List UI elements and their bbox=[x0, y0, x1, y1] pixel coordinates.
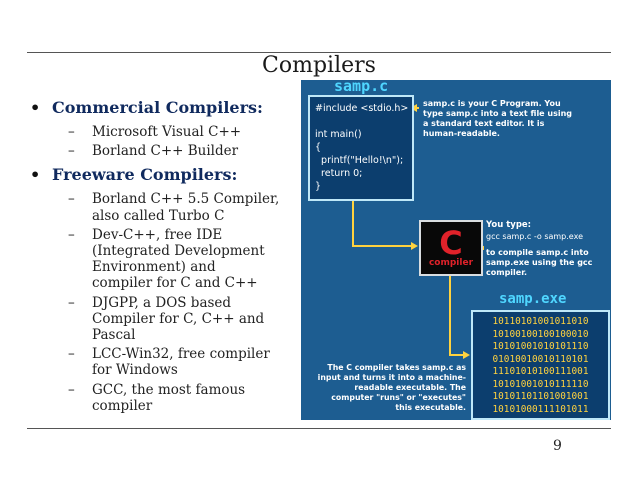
binary-box: 10110101001011010 10100100100100010 1010… bbox=[471, 310, 610, 420]
subitem-text: GCC, the most famous compiler bbox=[92, 381, 246, 414]
source-description: samp.c is your C Program. You type samp.… bbox=[423, 99, 573, 138]
subitem: –Microsoft Visual C++ bbox=[68, 124, 242, 140]
top-rule bbox=[27, 52, 611, 53]
binary-line: 10101000111101011 bbox=[492, 403, 589, 415]
subitem: –LCC-Win32, free compiler for Windows bbox=[68, 346, 270, 379]
subitem: –Borland C++ 5.5 Compiler, also called T… bbox=[68, 191, 280, 224]
bullet-label: Commercial Compilers: bbox=[52, 98, 263, 117]
code-line: int main() bbox=[315, 129, 362, 140]
binary-line: 10110101001011010 bbox=[492, 316, 589, 327]
compiler-logo-word: compiler bbox=[428, 258, 474, 268]
subitem-text: Dev-C++, free IDE (Integrated Developmen… bbox=[92, 226, 265, 292]
subitem-text: LCC-Win32, free compiler for Windows bbox=[92, 346, 270, 379]
compiler-to-exe-arrow bbox=[449, 276, 467, 356]
subitem: –Dev-C++, free IDE (Integrated Developme… bbox=[68, 226, 265, 292]
bottom-rule bbox=[27, 428, 611, 429]
bullet-dot: • bbox=[30, 165, 41, 185]
binary-line: 11101010100111001 bbox=[492, 366, 589, 377]
subitem: –Borland C++ Builder bbox=[68, 143, 239, 160]
subitem: –GCC, the most famous compiler bbox=[68, 381, 246, 414]
subitem: –DJGPP, a DOS based Compiler for C, C++ … bbox=[68, 294, 265, 344]
you-type-heading: You type: bbox=[486, 220, 532, 230]
subitem-text: DJGPP, a DOS based Compiler for C, C++ a… bbox=[92, 294, 265, 344]
code-line: } bbox=[315, 181, 322, 192]
compiler-description: The C compiler takes samp.c as input and… bbox=[317, 363, 466, 412]
code-line: printf("Hello!\n"); bbox=[315, 155, 404, 166]
source-file-label: samp.c bbox=[334, 80, 389, 95]
compiler-box: C compiler bbox=[419, 220, 483, 276]
binary-line: 10101101101001001 bbox=[492, 391, 589, 402]
bullet-label: Freeware Compilers: bbox=[52, 165, 238, 185]
bullet-list: • Commercial Compilers: –Microsoft Visua… bbox=[30, 98, 280, 417]
code-line: { bbox=[315, 142, 322, 153]
subitem-text: Microsoft Visual C++ bbox=[92, 124, 242, 140]
binary-line: 10100100100100010 bbox=[492, 328, 589, 340]
code-line: return 0; bbox=[315, 168, 363, 179]
binary-line: 01010010010110101 bbox=[492, 353, 589, 365]
source-code-box: #include <stdio.h> int main() { printf("… bbox=[308, 95, 414, 201]
bullet-dot: • bbox=[30, 98, 41, 117]
compiler-logo-letter: C bbox=[439, 224, 463, 262]
compile-description: to compile samp.c into samp.exe using th… bbox=[486, 248, 593, 277]
subitem-text: Borland C++ 5.5 Compiler, also called Tu… bbox=[92, 191, 280, 224]
binary-line: 10101001010111110 bbox=[492, 378, 589, 390]
slide-title: Compilers bbox=[262, 53, 376, 78]
subitem-text: Borland C++ Builder bbox=[92, 143, 239, 160]
compilation-diagram: samp.c #include <stdio.h> int main() { p… bbox=[301, 80, 611, 420]
code-line: #include <stdio.h> bbox=[315, 103, 409, 114]
gcc-command: gcc samp.c -o samp.exe bbox=[486, 232, 583, 241]
bullet-commercial: • Commercial Compilers: bbox=[30, 98, 280, 118]
source-to-compiler-arrow bbox=[352, 199, 415, 247]
page-number: 9 bbox=[553, 438, 562, 454]
binary-line: 10101001010101110 bbox=[492, 341, 589, 352]
executable-label: samp.exe bbox=[499, 291, 567, 307]
bullet-freeware: • Freeware Compilers: bbox=[30, 165, 280, 185]
